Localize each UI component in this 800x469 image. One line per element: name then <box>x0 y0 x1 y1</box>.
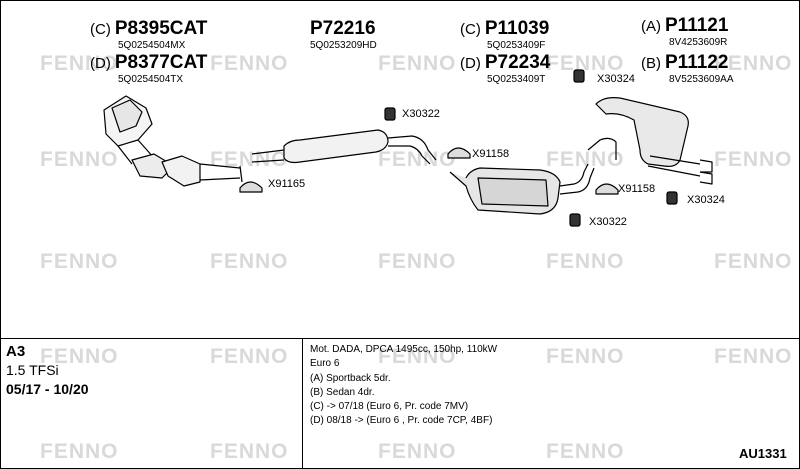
clamp-icon[interactable] <box>239 181 263 193</box>
oem-number: 5Q0254504MX <box>118 40 186 51</box>
divider <box>0 338 800 339</box>
accessory-label[interactable]: X30324 <box>687 194 725 206</box>
watermark: FENNO <box>714 52 793 75</box>
catalytic-converter[interactable] <box>103 95 243 187</box>
vehicle-model: A3 <box>6 343 26 360</box>
center-silencer[interactable] <box>449 163 595 215</box>
hanger-icon[interactable] <box>569 213 581 227</box>
part-label-front-pipe[interactable]: P72216 <box>310 18 376 40</box>
part-label-center-d[interactable]: (D)P72234 <box>460 52 550 74</box>
accessory-label[interactable]: X91165 <box>268 178 306 190</box>
variant-code: (A) <box>641 18 661 35</box>
oem-number: 8V5253609AA <box>669 74 734 85</box>
note-line: Mot. DADA, DPCA 1495cc, 150hp, 110kW <box>310 344 498 355</box>
part-label-cat-d[interactable]: (D)P8377CAT <box>90 52 207 74</box>
oem-number: 5Q0254504TX <box>118 74 184 85</box>
part-number: P8377CAT <box>114 52 208 73</box>
variant-code: (D) <box>460 55 481 72</box>
watermark: FENNO <box>378 250 457 273</box>
oem-number: 5Q0253409F <box>487 40 546 51</box>
watermark: FENNO <box>546 440 625 463</box>
vehicle-years: 05/17 - 10/20 <box>6 381 89 397</box>
watermark: FENNO <box>40 345 119 368</box>
watermark: FENNO <box>546 52 625 75</box>
watermark: FENNO <box>210 250 289 273</box>
divider <box>302 338 303 469</box>
watermark: FENNO <box>40 52 119 75</box>
watermark: FENNO <box>210 148 289 171</box>
watermark: FENNO <box>378 440 457 463</box>
variant-code: (C) <box>460 21 481 38</box>
watermark: FENNO <box>210 52 289 75</box>
watermark: FENNO <box>378 345 457 368</box>
variant-code: (C) <box>90 21 111 38</box>
watermark: FENNO <box>546 250 625 273</box>
note-line: (B) Sedan 4dr. <box>310 386 375 398</box>
watermark: FENNO <box>210 345 289 368</box>
part-number: P11122 <box>665 52 729 73</box>
part-label-center-c[interactable]: (C)P11039 <box>460 18 549 40</box>
clamp-icon[interactable] <box>595 183 619 195</box>
variant-code: (D) <box>90 55 111 72</box>
hanger-icon[interactable] <box>666 191 678 205</box>
watermark: FENNO <box>210 440 289 463</box>
rear-silencer[interactable] <box>587 97 713 185</box>
watermark: FENNO <box>40 148 119 171</box>
front-pipe-resonator[interactable] <box>251 129 437 165</box>
part-label-rear-a[interactable]: (A)P11121 <box>641 15 728 37</box>
oem-number: 5Q0253409T <box>487 74 546 85</box>
watermark: FENNO <box>378 148 457 171</box>
watermark: FENNO <box>378 52 457 75</box>
vehicle-engine: 1.5 TFSi <box>6 362 59 378</box>
diagram-reference: AU1331 <box>739 446 787 461</box>
accessory-label[interactable]: X91158 <box>618 183 656 195</box>
part-number: P8395CAT <box>114 18 208 39</box>
oem-number: 8V4253609R <box>669 37 728 48</box>
part-number: P11039 <box>484 18 550 39</box>
note-line: (A) Sportback 5dr. <box>310 372 391 384</box>
watermark: FENNO <box>714 250 793 273</box>
oem-number: 5Q0253209HD <box>310 40 377 51</box>
part-number: P72234 <box>484 52 551 73</box>
note-line: (C) -> 07/18 (Euro 6, Pr. code 7MV) <box>310 401 469 413</box>
part-number: P72216 <box>310 18 376 39</box>
watermark: FENNO <box>40 250 119 273</box>
part-label-cat-c[interactable]: (C)P8395CAT <box>90 18 207 40</box>
hanger-icon[interactable] <box>384 107 396 121</box>
note-line: Euro 6 <box>310 358 340 370</box>
exhaust-diagram <box>103 69 713 227</box>
watermark: FENNO <box>714 345 793 368</box>
watermark: FENNO <box>546 345 625 368</box>
accessory-label[interactable]: X30322 <box>589 216 627 228</box>
watermark: FENNO <box>546 148 625 171</box>
hanger-icon[interactable] <box>573 69 585 83</box>
part-number: P11121 <box>665 15 729 36</box>
clamp-icon[interactable] <box>447 147 471 159</box>
fitment-notes: Mot. DADA, DPCA 1495cc, 150hp, 110kW Eur… <box>310 343 497 429</box>
accessory-label[interactable]: X91158 <box>472 148 510 160</box>
note-line: (D) 08/18 -> (Euro 6 , Pr. code 7CP, 4BF… <box>310 415 493 427</box>
variant-code: (B) <box>641 55 661 72</box>
accessory-label[interactable]: X30322 <box>402 108 440 120</box>
watermark: FENNO <box>40 440 119 463</box>
part-label-rear-b[interactable]: (B)P11122 <box>641 52 728 74</box>
accessory-label[interactable]: X30324 <box>597 73 635 85</box>
watermark: FENNO <box>714 148 793 171</box>
